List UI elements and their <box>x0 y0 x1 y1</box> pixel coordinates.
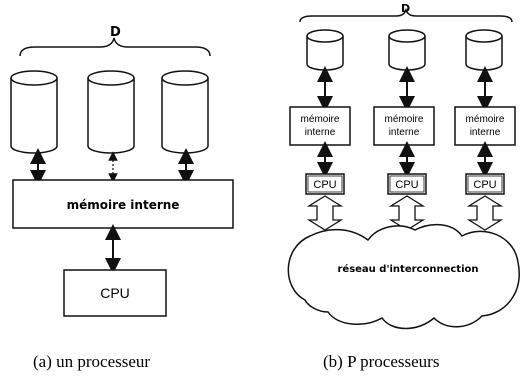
disk-icon <box>161 70 209 154</box>
cpu-box: CPU <box>387 173 427 195</box>
cpu-label: CPU <box>313 179 336 191</box>
disk-icon <box>87 70 135 154</box>
cpu-network-hollow-arrow <box>466 195 504 231</box>
cpu-label: CPU <box>473 179 496 191</box>
internal-memory-label: mémoire interne <box>67 198 180 212</box>
internal-memory-label: mémoire <box>301 114 340 125</box>
internal-memory-box <box>12 179 234 229</box>
disk-icon <box>388 29 426 71</box>
disk-icon <box>10 70 58 154</box>
disk-icon <box>306 29 344 71</box>
disk-group-brace <box>19 37 211 57</box>
cpu-label: CPU <box>100 285 130 301</box>
internal-memory-box: mémoire interne <box>289 106 351 146</box>
internal-memory-box: mémoire interne <box>454 106 516 146</box>
cpu-network-hollow-arrow <box>388 195 426 231</box>
caption-single: (a) un processeur <box>33 352 150 371</box>
caption-multi: (b) P processeurs <box>323 352 439 371</box>
cpu-label: CPU <box>395 179 418 191</box>
cpu-box: CPU <box>305 173 345 195</box>
brace-label-d: D <box>110 25 121 40</box>
internal-memory-label: interne <box>470 127 501 138</box>
interconnection-network-cloud <box>287 223 520 330</box>
internal-memory-box: mémoire interne <box>373 106 435 146</box>
disk-icon <box>465 29 503 71</box>
disk-group-brace <box>299 7 513 23</box>
internal-memory-label: mémoire <box>385 114 424 125</box>
internal-memory-label: interne <box>305 127 336 138</box>
network-label: réseau d'interconnection <box>337 263 478 275</box>
internal-memory-label: mémoire <box>466 114 505 125</box>
internal-memory-label: interne <box>389 127 420 138</box>
cpu-box: CPU <box>465 173 505 195</box>
cpu-box <box>63 269 167 317</box>
cpu-network-hollow-arrow <box>306 195 344 231</box>
brace-label-d: D <box>401 2 410 15</box>
diagram-multi-processor: D mémoire interne mémoire interne <box>287 2 520 371</box>
diagram-single-processor: D mémoire interne CPU (a) un processeur <box>10 25 234 371</box>
